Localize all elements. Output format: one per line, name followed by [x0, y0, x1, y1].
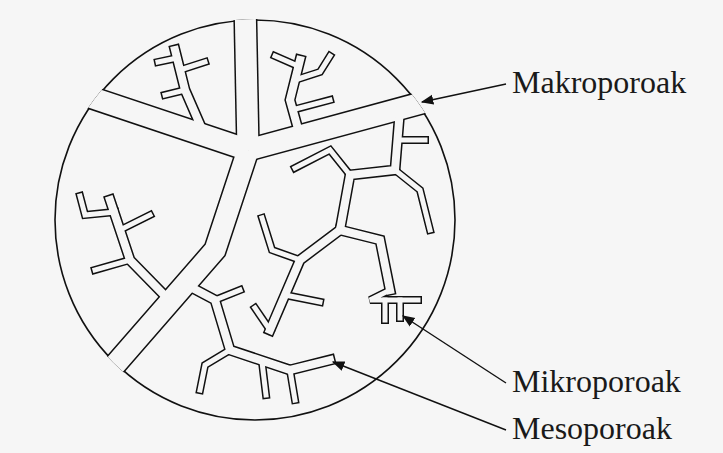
leader-line: [403, 316, 506, 383]
leader-line: [333, 362, 506, 430]
macropore-wall: [30, 0, 480, 382]
mesopore-channel: [110, 50, 400, 370]
leader-line: [422, 84, 506, 102]
macropore-channel: [30, 0, 480, 382]
pore-label: Mesoporoak: [510, 410, 674, 447]
pore-label: Mikroporoak: [510, 363, 683, 400]
micropore-channel: [80, 56, 430, 400]
pore-label: Makroporoak: [510, 64, 688, 101]
